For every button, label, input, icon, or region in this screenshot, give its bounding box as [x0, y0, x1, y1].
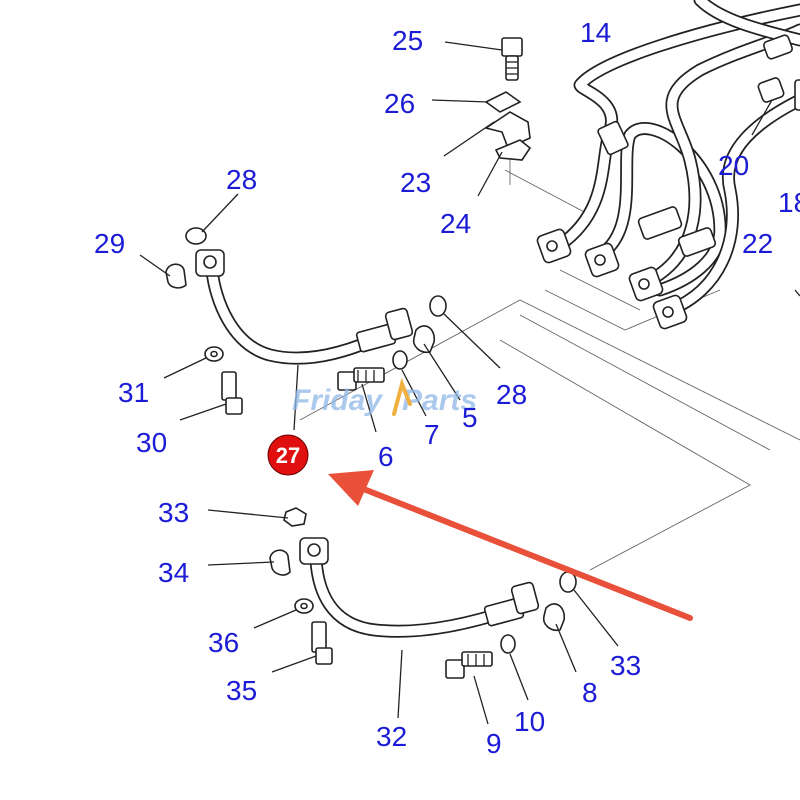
part-label-31: 31: [118, 377, 149, 408]
part-label-14: 14: [580, 17, 611, 48]
manifold-assembly: [536, 0, 800, 330]
part-label-5: 5: [462, 402, 478, 433]
badge-number: 27: [276, 443, 300, 468]
part-label-28: 28: [496, 379, 527, 410]
part-labels: 25 26 23 24 14 20 18 22 28 29 31 30 6 7 …: [94, 17, 800, 759]
part-label-22: 22: [742, 228, 773, 259]
part-label-34: 34: [158, 557, 189, 588]
part-label-25: 25: [392, 25, 423, 56]
part-label-20: 20: [718, 150, 749, 181]
part-label-28-top: 28: [226, 164, 257, 195]
upper-hardware: [431, 37, 532, 197]
watermark-text-b: Parts: [402, 384, 477, 417]
part-label-26: 26: [384, 88, 415, 119]
guide-lines: [299, 155, 800, 571]
part-label-24: 24: [440, 208, 471, 239]
watermark: Friday Parts: [292, 377, 477, 417]
part-label-33-top: 33: [158, 497, 189, 528]
part-label-7: 7: [424, 419, 440, 450]
watermark-text-a: Friday: [292, 384, 383, 417]
part-label-35: 35: [226, 675, 257, 706]
pointer-arrow: [328, 470, 693, 621]
part-label-8: 8: [582, 677, 598, 708]
part-label-18: 18: [778, 187, 800, 218]
hose-27-assembly: [139, 193, 501, 433]
part-label-23: 23: [400, 167, 431, 198]
hose-32-assembly: [207, 507, 619, 725]
part-label-6: 6: [378, 441, 394, 472]
part-label-36: 36: [208, 627, 239, 658]
part-label-30: 30: [136, 427, 167, 458]
part-label-9: 9: [486, 728, 502, 759]
part-label-33: 33: [610, 650, 641, 681]
part-label-29: 29: [94, 228, 125, 259]
part-label-32: 32: [376, 721, 407, 752]
part-label-10: 10: [514, 706, 545, 737]
highlighted-part-badge: 27: [267, 434, 309, 476]
